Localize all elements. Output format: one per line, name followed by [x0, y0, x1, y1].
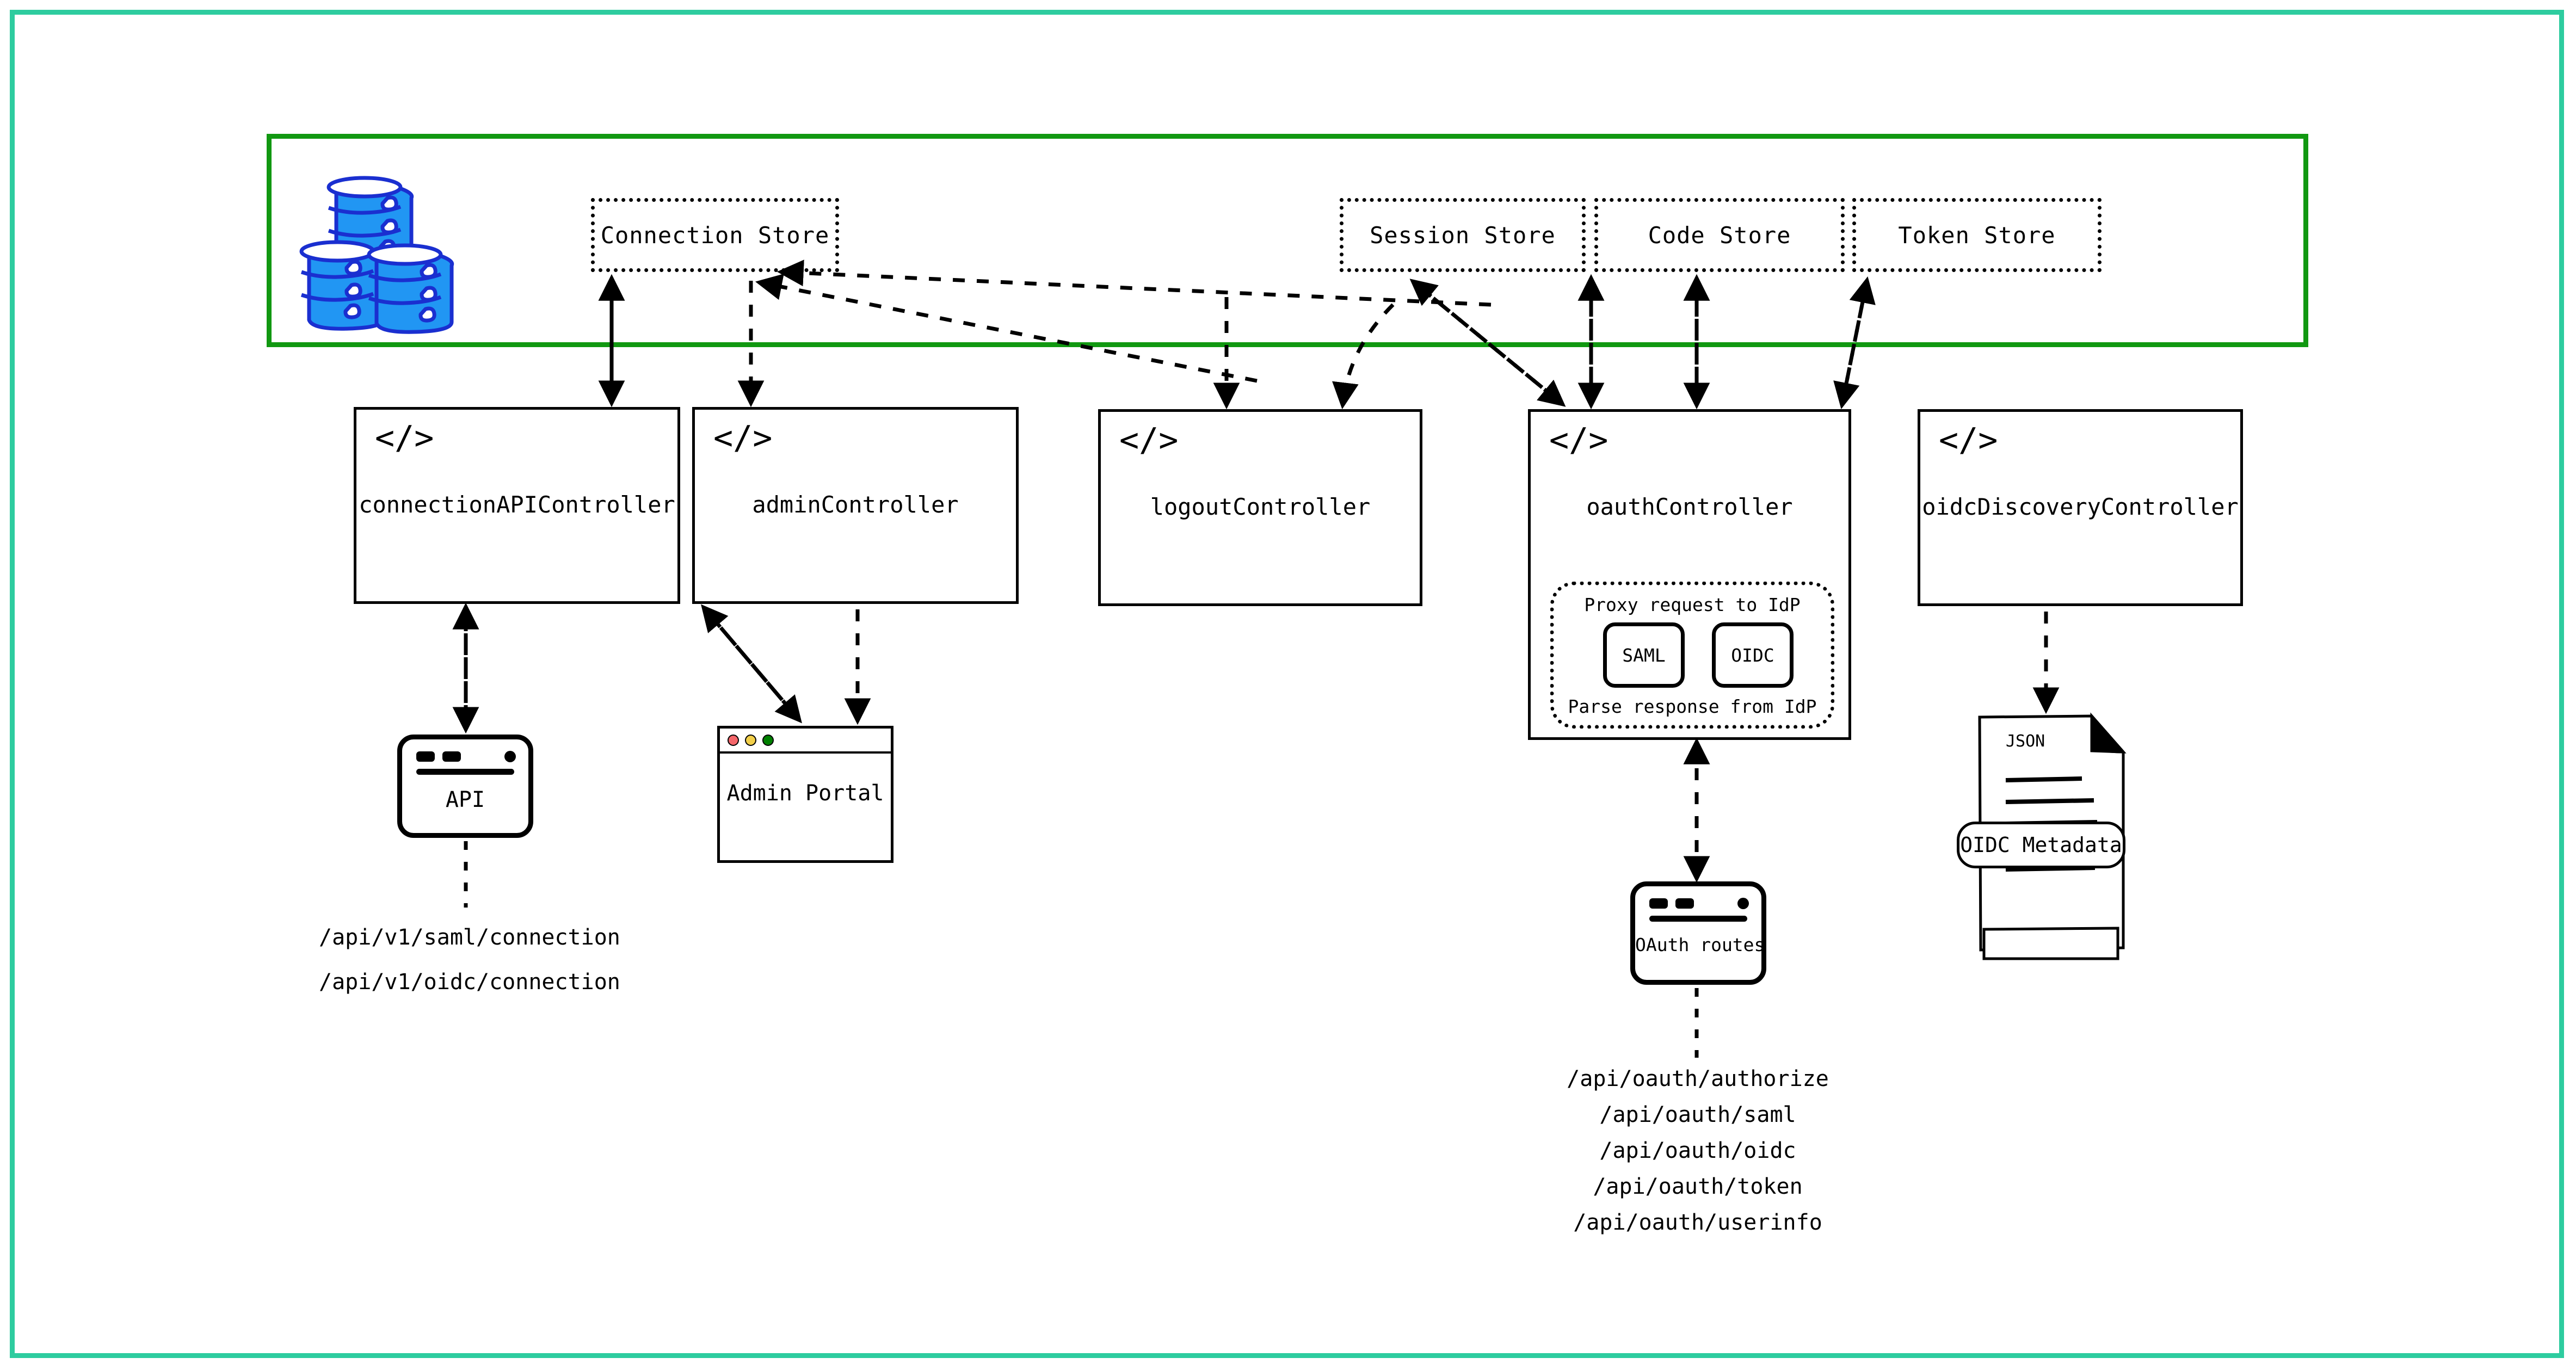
oauth-routes-label: OAuth routes [1635, 934, 1765, 955]
session-store[interactable]: Session Store [1340, 198, 1586, 272]
logout-controller[interactable]: </> logoutController [1098, 409, 1422, 606]
admin-portal-window[interactable]: Admin Portal [717, 726, 893, 863]
endpoint-item: /api/v1/saml/connection [319, 925, 620, 950]
oidc-metadata-label: OIDC Metadata [1960, 833, 2122, 857]
window-button-3 [1737, 898, 1749, 909]
saml-pill-label: SAML [1622, 644, 1666, 666]
connection-store[interactable]: Connection Store [591, 198, 839, 272]
connection-api-endpoints: /api/v1/saml/connection /api/v1/oidc/con… [319, 919, 620, 1000]
logout-controller-label: logoutController [1150, 493, 1371, 520]
saml-pill[interactable]: SAML [1603, 622, 1685, 688]
code-store[interactable]: Code Store [1594, 198, 1845, 272]
endpoint-item: /api/oauth/authorize [1567, 1066, 1829, 1091]
proxy-request-label: Proxy request to IdP [1584, 594, 1801, 615]
window-button-3 [504, 751, 516, 762]
endpoint-item: /api/v1/oidc/connection [319, 970, 620, 995]
admin-portal-label: Admin Portal [726, 781, 884, 806]
token-store-label: Token Store [1898, 221, 2056, 249]
proxy-idp-group: Proxy request to IdP SAML OIDC Parse res… [1550, 582, 1834, 729]
endpoint-item: /api/oauth/saml [1599, 1102, 1796, 1127]
endpoint-item: /api/oauth/oidc [1599, 1138, 1796, 1163]
window-button-2 [1675, 898, 1694, 909]
maximize-dot-icon [762, 735, 774, 746]
oidc-metadata-label-pill: OIDC Metadata [1957, 822, 2125, 868]
admin-controller-label: adminController [752, 491, 959, 518]
endpoint-item: /api/oauth/token [1593, 1174, 1803, 1199]
token-store[interactable]: Token Store [1852, 198, 2102, 272]
minimize-dot-icon [745, 735, 756, 746]
code-icon: </> [375, 419, 434, 457]
code-icon: </> [1549, 421, 1609, 459]
code-store-label: Code Store [1648, 221, 1791, 249]
api-window-icon[interactable]: API [397, 735, 533, 838]
close-dot-icon [728, 735, 739, 746]
oidc-discovery-controller[interactable]: </> oidcDiscoveryController [1918, 409, 2243, 606]
code-icon: </> [1119, 421, 1179, 459]
oidc-discovery-controller-label: oidcDiscoveryController [1922, 493, 2239, 520]
outer-frame [10, 10, 2564, 1358]
window-button-2 [442, 751, 461, 762]
browser-title-bar [720, 729, 891, 754]
window-button-1 [1649, 898, 1668, 909]
window-button-1 [416, 751, 435, 762]
session-store-label: Session Store [1370, 221, 1556, 249]
oauth-controller-label: oauthController [1586, 493, 1793, 520]
admin-controller[interactable]: </> adminController [692, 407, 1019, 604]
oauth-endpoints: /api/oauth/authorize /api/oauth/saml /ap… [1480, 1061, 1915, 1241]
connection-store-label: Connection Store [600, 221, 830, 249]
api-window-label: API [445, 787, 485, 812]
connection-api-controller[interactable]: </> connectionAPIController [354, 407, 680, 604]
code-icon: </> [1939, 421, 1998, 459]
oidc-pill[interactable]: OIDC [1712, 622, 1794, 688]
endpoint-item: /api/oauth/userinfo [1573, 1210, 1822, 1235]
oidc-pill-label: OIDC [1731, 644, 1774, 666]
window-divider [1649, 916, 1747, 922]
parse-response-label: Parse response from IdP [1568, 696, 1817, 717]
oauth-routes-window[interactable]: OAuth routes [1630, 881, 1766, 985]
code-icon: </> [713, 419, 773, 457]
window-divider [416, 769, 514, 775]
connection-api-controller-label: connectionAPIController [359, 491, 675, 518]
oauth-controller[interactable]: </> oauthController Proxy request to IdP… [1528, 409, 1851, 740]
